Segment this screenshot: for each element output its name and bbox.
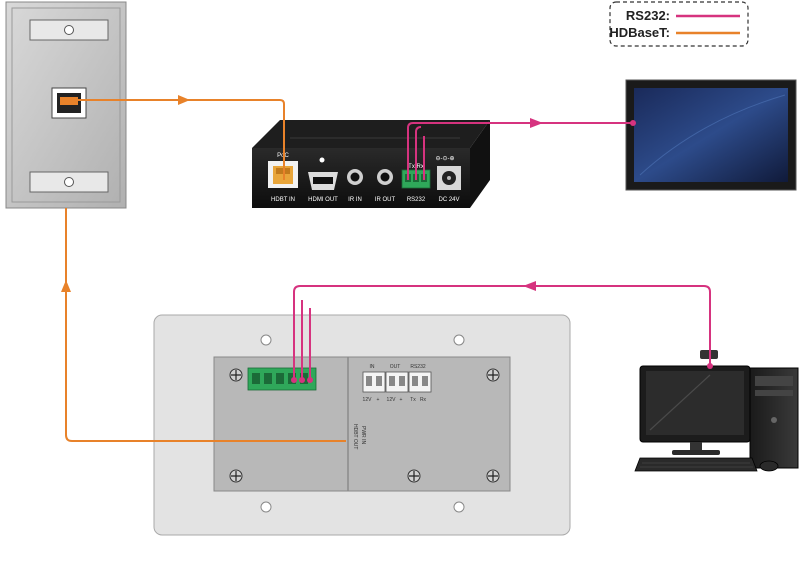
ir-in-port[interactable]	[347, 169, 363, 185]
screw-hole	[260, 334, 272, 346]
rj45-wall-jack-icon	[51, 87, 87, 119]
screw-hole	[453, 334, 465, 346]
terminal-rs232-label: RS232	[410, 364, 426, 370]
ir-out-port[interactable]	[377, 169, 393, 185]
pin-label: Tx	[410, 397, 416, 403]
pin-label: +	[377, 397, 380, 403]
arrow-right-icon	[530, 118, 543, 128]
desktop-pc-icon	[634, 350, 799, 472]
port-label: HDBT IN	[271, 197, 295, 203]
port-label: HDMI OUT	[308, 197, 338, 203]
arrow-up-icon	[61, 280, 71, 292]
dc-polarity-label: ⊖-⊙-⊕	[435, 156, 454, 162]
pin-label: +	[400, 397, 403, 403]
screw-hole	[453, 501, 465, 513]
transmitter-white-terminals[interactable]	[362, 371, 432, 393]
hdbt-out-label: HDBT OUT	[352, 424, 358, 449]
rs232-cable	[291, 118, 713, 383]
screw-hole	[64, 25, 74, 35]
hdbaset-cable	[61, 95, 346, 442]
pin-label: 12V	[363, 397, 373, 403]
wall-jack-plate	[5, 1, 127, 209]
arrow-right-icon	[178, 95, 190, 105]
arrow-left-icon	[523, 281, 536, 291]
port-label: DC 24V	[438, 197, 459, 203]
status-led	[319, 157, 325, 163]
module-screws	[229, 368, 500, 483]
legend-hdbaset-label: HDBaseT:	[609, 25, 670, 40]
hdbaset-receiver: PoC Tx Rx	[252, 120, 490, 208]
terminal-in-label: IN	[370, 364, 375, 370]
transmitter-rs232-terminal[interactable]	[247, 367, 317, 391]
port-label: RS232	[407, 197, 426, 203]
display-monitor-icon	[625, 79, 797, 191]
pwr-in-label: PWR IN	[360, 426, 366, 444]
dc-24v-port[interactable]	[437, 166, 461, 190]
port-label: IR IN	[348, 197, 362, 203]
screw-hole	[64, 177, 74, 187]
pin-label: 12V	[387, 397, 397, 403]
legend-box: RS232: HDBaseT:	[609, 1, 749, 47]
wallplate-transmitter: IN OUT RS232 12V + 12V + Tx Rx HDBT OUT …	[153, 314, 571, 536]
pin-label: Rx	[420, 397, 427, 403]
hdmi-out-port[interactable]	[308, 172, 338, 190]
legend-rs232-label: RS232:	[626, 8, 670, 23]
screw-hole	[260, 501, 272, 513]
terminal-out-label: OUT	[390, 364, 401, 370]
port-label: IR OUT	[375, 197, 396, 203]
